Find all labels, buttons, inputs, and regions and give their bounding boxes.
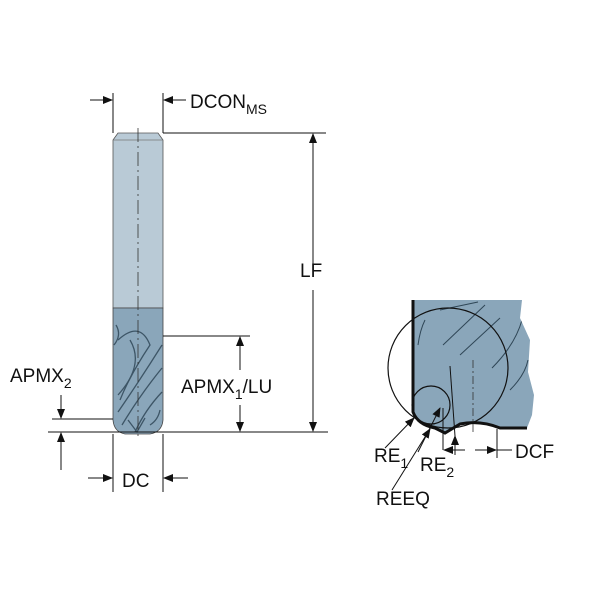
- re1-label: RE1: [374, 446, 408, 471]
- end-mill-side-view: [112, 128, 164, 440]
- apmx1-lu-label: APMX1/LU: [181, 377, 272, 402]
- re2-label: RE2: [420, 455, 454, 480]
- reeq-label: REEQ: [376, 489, 430, 510]
- corner-radius-detail-view: [384, 300, 534, 491]
- lf-label: LF: [300, 261, 322, 282]
- dimension-lines: [48, 93, 328, 492]
- apmx2-label: APMX2: [10, 366, 72, 391]
- dcf-label: DCF: [515, 442, 554, 463]
- dcon-ms-label: DCONMS: [190, 92, 267, 117]
- dc-label: DC: [122, 471, 149, 492]
